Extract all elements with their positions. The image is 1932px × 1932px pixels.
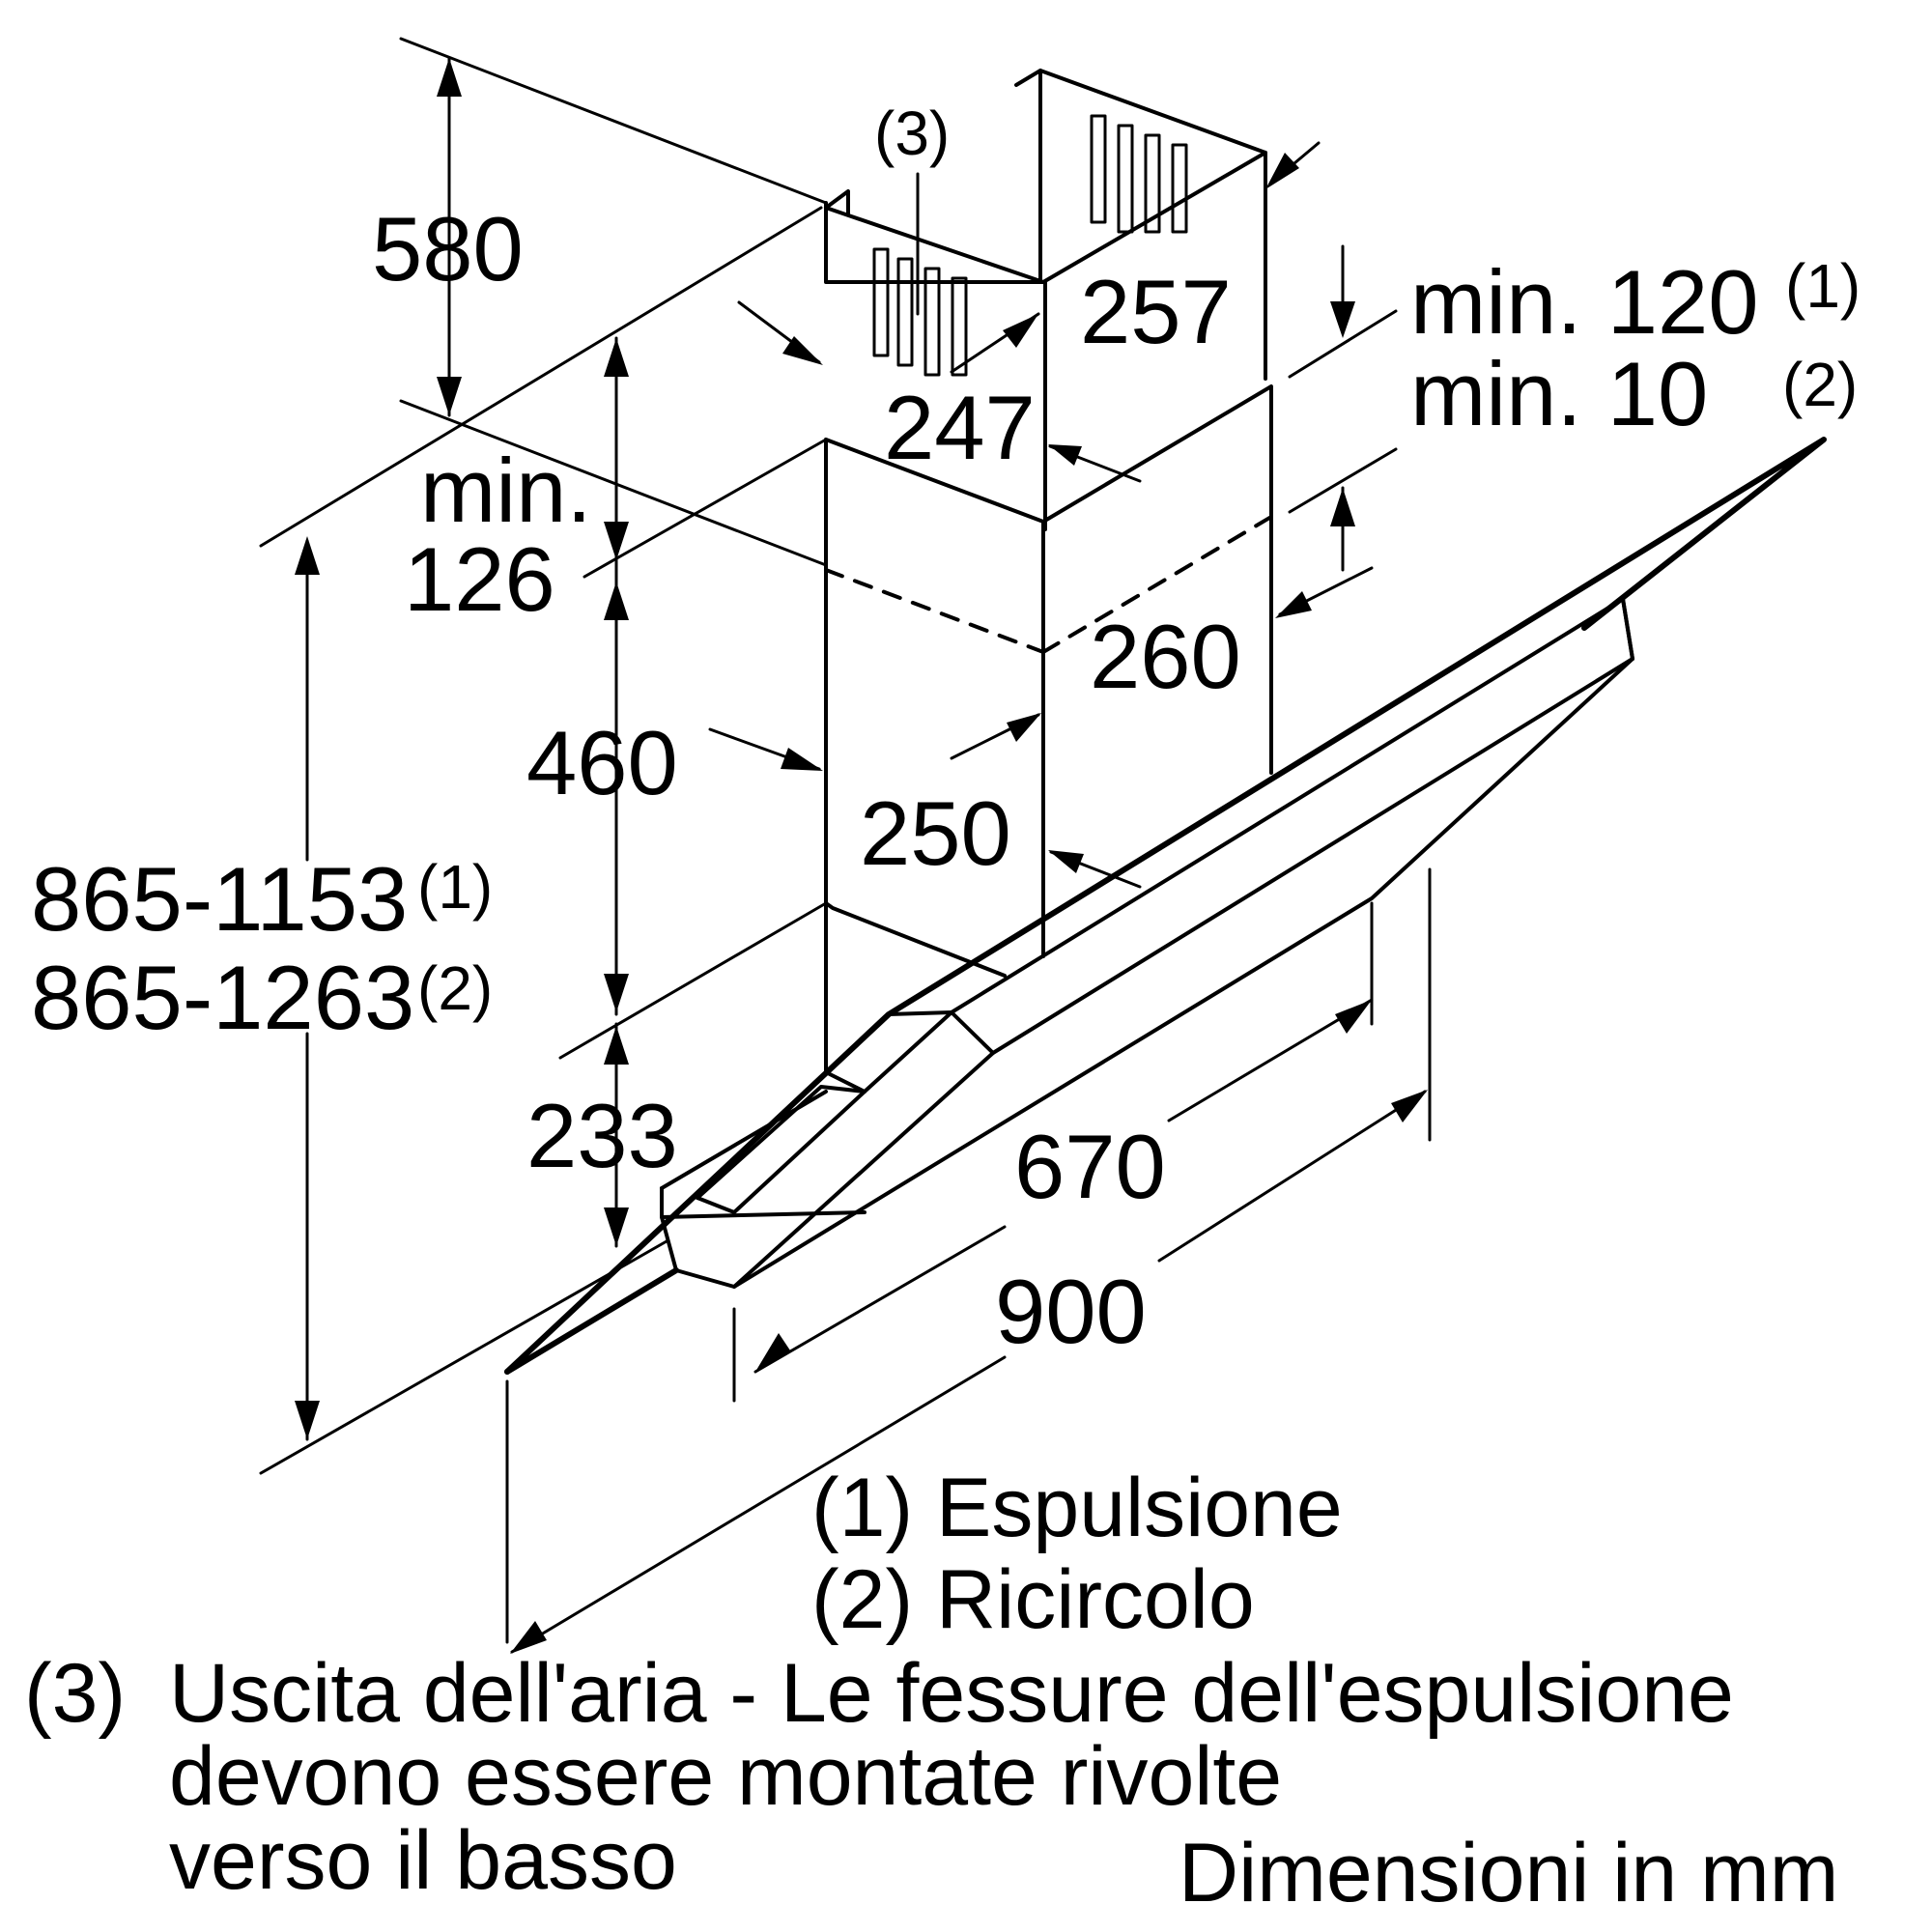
- vent-slots-front: [872, 247, 968, 377]
- callout-3: (3): [874, 99, 950, 168]
- dim-min-10: min. 10: [1410, 343, 1708, 444]
- lower-chimney: [824, 384, 1273, 1074]
- legend-1: (1) Espulsione: [811, 1462, 1343, 1554]
- legend: (1) Espulsione (2) Ricircolo (3) Uscita …: [24, 1462, 1838, 1919]
- vent-slots-back: [1090, 114, 1188, 234]
- dim-height-2: 865-1263: [31, 947, 414, 1048]
- dim-126: 126: [404, 528, 555, 630]
- dim-233: 233: [526, 1085, 678, 1186]
- dim-580: 580: [372, 198, 524, 299]
- legend-3-number: (3): [24, 1647, 126, 1740]
- sup-1-a: (1): [1785, 251, 1861, 321]
- sup-2-b: (2): [417, 953, 493, 1023]
- legend-3-line-1: Uscita dell'aria - Le fessure dell'espul…: [169, 1647, 1734, 1740]
- dim-247: 247: [884, 377, 1036, 478]
- legend-2: (2) Ricircolo: [811, 1553, 1255, 1646]
- sup-1-b: (1): [417, 852, 493, 922]
- hood-canopy: [504, 437, 1827, 1375]
- sup-2-a: (2): [1782, 350, 1858, 419]
- dim-height-1: 865-1153: [31, 848, 408, 950]
- units-note: Dimensioni in mm: [1179, 1827, 1838, 1919]
- dim-670: 670: [1014, 1116, 1166, 1217]
- legend-3-line-3: verso il basso: [169, 1814, 677, 1907]
- dim-900: 900: [995, 1261, 1147, 1362]
- extension-lines: [259, 37, 1432, 1644]
- dim-260: 260: [1090, 606, 1241, 707]
- upper-chimney: [824, 69, 1267, 531]
- legend-3-line-2: devono essere montate rivolte: [169, 1730, 1282, 1823]
- dim-min-120: min. 120: [1410, 251, 1759, 353]
- dim-460: 460: [526, 712, 678, 813]
- dim-257: 257: [1080, 261, 1232, 362]
- dim-min-word: min.: [420, 440, 592, 541]
- dim-250: 250: [860, 782, 1011, 884]
- dimension-lines: [295, 56, 1428, 1654]
- dimension-labels: 580 (3) 257 247 min. 120 (1) min. 10 (2)…: [31, 99, 1861, 1362]
